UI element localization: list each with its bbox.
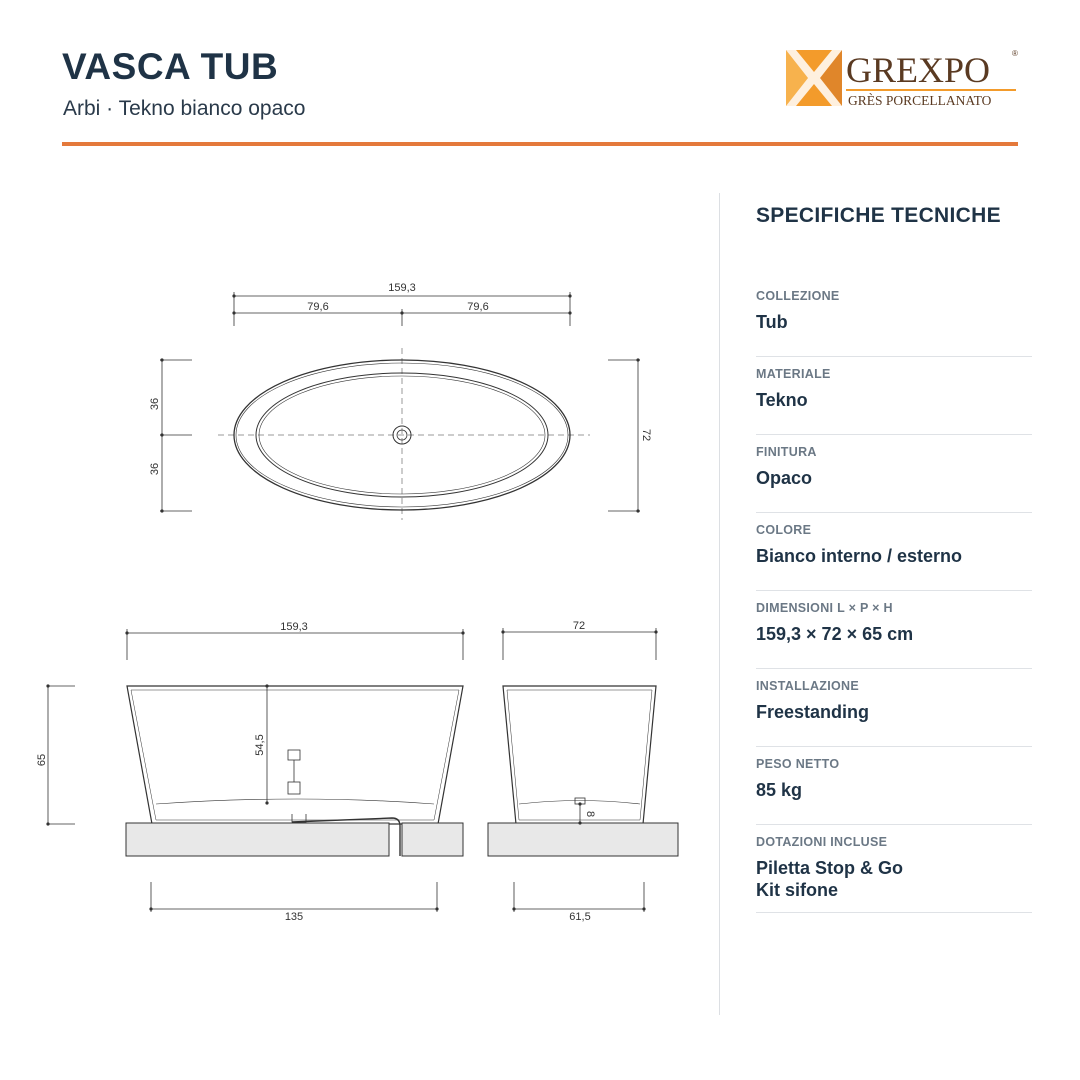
dim-top-half-width-lower: 36 (149, 463, 161, 475)
header-divider (62, 142, 1018, 146)
dim-top-length: 159,3 (388, 282, 416, 294)
dim-top-half-left: 79,6 (307, 301, 328, 313)
spec-value-2: Kit sifone (756, 880, 839, 900)
dim-top-width: 72 (640, 429, 652, 441)
technical-drawing: 159,3 79,6 79,6 36 36 72 159,3 65 54,5 1… (36, 282, 679, 923)
spec-value: Piletta Stop & Go (756, 858, 904, 878)
spec-value: Opaco (756, 468, 813, 488)
spec-value: Bianco interno / esterno (756, 546, 963, 566)
spec-value: 85 kg (756, 780, 803, 800)
spec-value: Tub (756, 312, 788, 332)
dim-top-half-right: 79,6 (467, 301, 488, 313)
spec-label: INSTALLAZIONE (756, 679, 859, 693)
logo-registered: ® (1012, 49, 1018, 58)
column-divider (719, 193, 720, 1015)
spec-dotazioni: DOTAZIONI INCLUSE Piletta Stop & Go Kit … (756, 835, 1032, 913)
dim-front-height: 65 (36, 754, 48, 766)
side-view (487, 628, 679, 912)
spec-dimensioni: DIMENSIONI L × P × H 159,3 × 72 × 65 cm (756, 601, 1032, 669)
dimension-dots (46, 294, 658, 911)
spec-value: 159,3 × 72 × 65 cm (756, 624, 914, 644)
dim-side-drain-height: 8 (584, 811, 596, 817)
spec-finitura: FINITURA Opaco (756, 445, 1032, 513)
dim-side-width: 72 (573, 620, 585, 632)
spec-collezione: COLLEZIONE Tub (756, 289, 1032, 357)
spec-label: PESO NETTO (756, 757, 840, 771)
spec-installazione: INSTALLAZIONE Freestanding (756, 679, 1032, 747)
top-view (160, 292, 640, 520)
logo-tagline: GRÈS PORCELLANATO (848, 93, 992, 108)
spec-label: DIMENSIONI L × P × H (756, 601, 893, 615)
specs-title: SPECIFICHE TECNICHE (756, 204, 1001, 227)
spec-materiale: MATERIALE Tekno (756, 367, 1032, 435)
dim-top-half-width-upper: 36 (149, 398, 161, 410)
dim-front-inner-depth: 54,5 (254, 734, 266, 755)
grexpo-logo: GREXPO ® GRÈS PORCELLANATO (786, 49, 1018, 108)
spec-label: COLORE (756, 523, 812, 537)
dim-side-base-width: 61,5 (569, 911, 590, 923)
spec-label: FINITURA (756, 445, 817, 459)
spec-label: MATERIALE (756, 367, 831, 381)
spec-label: DOTAZIONI INCLUSE (756, 835, 888, 849)
spec-peso-netto: PESO NETTO 85 kg (756, 757, 1032, 825)
logo-brand: GREXPO (846, 50, 990, 90)
spec-colore: COLORE Bianco interno / esterno (756, 523, 1032, 591)
spec-label: COLLEZIONE (756, 289, 840, 303)
page-subtitle: Arbi · Tekno bianco opaco (63, 97, 306, 120)
spec-value: Tekno (756, 390, 808, 410)
dim-front-length: 159,3 (280, 621, 308, 633)
dim-front-base-length: 135 (285, 911, 303, 923)
spec-value: Freestanding (756, 702, 870, 722)
page-title: VASCA TUB (62, 46, 279, 87)
front-view (47, 629, 464, 912)
